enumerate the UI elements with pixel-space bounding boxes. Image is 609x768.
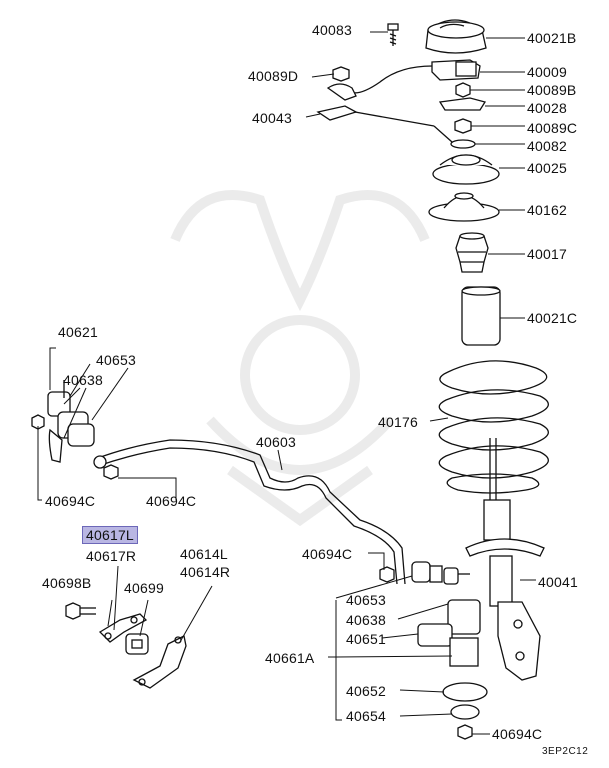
washer-40082: [450, 139, 476, 149]
strut-mount-40025: [432, 154, 500, 185]
stabilizer-bar-40603: [93, 439, 406, 585]
part-label-40089D[interactable]: 40089D: [248, 68, 299, 84]
bump-stop-40017: [455, 232, 489, 273]
part-label-40698B[interactable]: 40698B: [42, 575, 92, 591]
part-label-40025[interactable]: 40025: [527, 160, 567, 176]
part-label-40694C-mid[interactable]: 40694C: [146, 493, 197, 509]
part-label-40043[interactable]: 40043: [252, 110, 292, 126]
watermark-emblem: [170, 190, 430, 527]
bolt-40083: [387, 23, 399, 46]
coil-spring-40176: [438, 360, 549, 494]
part-label-40603[interactable]: 40603: [256, 434, 296, 450]
part-label-40621[interactable]: 40621: [58, 324, 98, 340]
part-label-40699[interactable]: 40699: [124, 580, 164, 596]
part-label-40638-right[interactable]: 40638: [346, 612, 386, 628]
link-right-assembly: [411, 561, 488, 740]
part-label-40638-left[interactable]: 40638: [63, 372, 103, 388]
part-label-40694C-left[interactable]: 40694C: [45, 493, 96, 509]
part-label-40614R[interactable]: 40614R: [180, 564, 231, 580]
part-label-40082[interactable]: 40082: [527, 138, 567, 154]
link-left-40621: [47, 380, 95, 463]
part-label-40162[interactable]: 40162: [527, 202, 567, 218]
bushing-40699: [125, 633, 149, 655]
top-mount-cap: [425, 19, 487, 54]
part-label-40661A[interactable]: 40661A: [265, 650, 315, 666]
part-label-40028[interactable]: 40028: [527, 100, 567, 116]
part-label-40176[interactable]: 40176: [378, 414, 418, 430]
diagram-code: 3EP2C12: [542, 746, 589, 757]
leader-lines: [37, 31, 536, 735]
part-label-40021C[interactable]: 40021C: [527, 310, 578, 326]
nut-40694C-left: [31, 414, 45, 430]
bracket-40617: [98, 613, 148, 643]
strut-40041: [465, 438, 545, 681]
part-label-40021B[interactable]: 40021B: [527, 30, 577, 46]
part-label-40083[interactable]: 40083: [312, 22, 352, 38]
part-label-40614L[interactable]: 40614L: [180, 546, 228, 562]
part-label-40694C-right[interactable]: 40694C: [302, 546, 353, 562]
part-label-40089B[interactable]: 40089B: [527, 82, 577, 98]
nut-40694C-mid: [103, 464, 119, 480]
part-label-40617R[interactable]: 40617R: [86, 548, 137, 564]
part-label-40651[interactable]: 40651: [346, 631, 386, 647]
nut-40089C: [454, 118, 472, 134]
nut-40089B: [455, 82, 471, 98]
part-label-40653-left[interactable]: 40653: [96, 352, 136, 368]
bracket-40009: [349, 59, 481, 94]
part-label-40654[interactable]: 40654: [346, 708, 386, 724]
plate-40028: [438, 97, 487, 111]
part-label-40017[interactable]: 40017: [527, 246, 567, 262]
part-label-40694C-bottom[interactable]: 40694C: [492, 726, 543, 742]
part-label-40617L[interactable]: 40617L: [82, 526, 138, 544]
part-label-40009[interactable]: 40009: [527, 64, 567, 80]
bolt-40698B: [65, 602, 96, 620]
cable-bracket-40043: [316, 83, 453, 143]
dust-boot-40021C: [461, 286, 501, 346]
part-label-40089C[interactable]: 40089C: [527, 120, 578, 136]
part-label-40653-right[interactable]: 40653: [346, 592, 386, 608]
part-label-40652[interactable]: 40652: [346, 683, 386, 699]
nut-40089D: [332, 66, 350, 82]
nut-40694C-right: [379, 566, 395, 583]
spring-seat-40162: [428, 192, 500, 222]
part-label-40041[interactable]: 40041: [538, 574, 578, 590]
